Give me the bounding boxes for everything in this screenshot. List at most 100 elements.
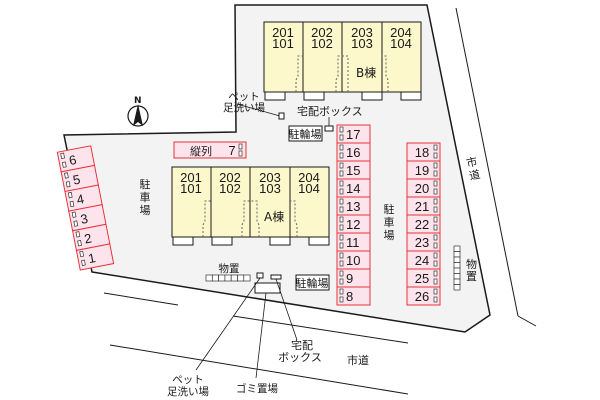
- parking-number: 9: [346, 271, 353, 286]
- parking-number: 6: [68, 152, 78, 168]
- parking-space: 21: [406, 196, 441, 216]
- compass-label: N: [134, 96, 142, 106]
- parking-space: 22: [406, 214, 441, 234]
- parking-space: 4: [64, 184, 103, 212]
- parking-space: 10: [336, 250, 371, 270]
- delivery-box-label: ボックス: [278, 351, 322, 364]
- unit-number: 103: [351, 36, 373, 51]
- storage-label: 物置: [219, 262, 240, 275]
- parking-right: 18 19 20 21 22 23 24 25 26: [406, 142, 441, 306]
- delivery-box-icon: [324, 125, 334, 132]
- delivery-box-icon: [270, 274, 282, 280]
- unit-number: 102: [311, 36, 333, 51]
- unit-number: 203: [351, 25, 373, 40]
- building-label: A棟: [264, 209, 284, 224]
- parking-left: 6 5 4 3 2 1: [56, 145, 115, 271]
- bicycle-parking-label: 駐輪場: [296, 276, 329, 290]
- top-facilities: ペット 足洗い場 宅配ボックス 駐輪場: [223, 91, 363, 142]
- building-b: 201 101 202 102 203 103 204 104 B棟: [263, 21, 422, 101]
- garbage-area-icon: [254, 282, 281, 294]
- city-road-label: 市道: [347, 353, 369, 367]
- parking-number: 16: [346, 145, 360, 160]
- parking-space: 1: [75, 243, 115, 271]
- parking-label: 場: [384, 229, 395, 242]
- parking-space: 12: [336, 214, 371, 234]
- pet-wash-label: 足洗い場: [167, 385, 209, 398]
- parking-space: 16: [336, 142, 371, 162]
- garbage-label: ゴミ置場: [236, 382, 278, 395]
- parking-number: 13: [346, 199, 360, 214]
- parking-number: 19: [415, 163, 429, 178]
- unit-number: 104: [298, 181, 320, 196]
- parking-number: 26: [415, 289, 429, 304]
- parking-number: 3: [79, 211, 89, 227]
- bicycle-parking-label: 駐輪場: [289, 127, 322, 141]
- parking-space: 5: [60, 164, 99, 193]
- parking-space: 8: [336, 286, 371, 306]
- parking-number: 18: [415, 145, 429, 160]
- unit-number: 203: [259, 170, 281, 185]
- parking-space: 9: [336, 268, 371, 288]
- tandem-label: 縦列: [190, 144, 212, 158]
- parking-space: 19: [406, 160, 441, 180]
- parking-number: 15: [346, 163, 360, 178]
- parking-label: 車: [384, 215, 395, 229]
- parking-number: 2: [83, 230, 93, 246]
- parking-center: 17 16 15 14 13 12 11 10 98: [336, 124, 371, 306]
- parking-space: 23: [406, 232, 441, 252]
- parking-number: 14: [346, 181, 360, 196]
- delivery-box-label: 宅配ボックス: [297, 104, 363, 118]
- parking-number: 22: [415, 217, 429, 232]
- unit-number: 101: [272, 36, 294, 51]
- storage-label: 置: [466, 270, 477, 283]
- unit-number: 204: [298, 170, 320, 185]
- city-road-label: 市: [465, 154, 479, 170]
- parking-space-7: 縦列 7: [173, 141, 247, 159]
- parking-space: 26: [406, 286, 441, 306]
- parking-number: 11: [346, 235, 360, 250]
- parking-label: 場: [140, 204, 151, 217]
- pet-wash-icon: [278, 112, 285, 120]
- building-a: 201 101 202 102 203 103 204 104 A棟: [171, 166, 330, 246]
- parking-space: 17: [336, 124, 371, 144]
- north-compass-icon: N: [127, 96, 149, 127]
- parking-number: 4: [75, 191, 85, 207]
- unit-number: 201: [272, 25, 294, 40]
- unit-number: 202: [219, 170, 241, 185]
- parking-number: 1: [87, 250, 97, 266]
- unit-number: 104: [390, 36, 412, 51]
- parking-space: 20: [406, 178, 441, 198]
- pet-wash-label: ペット: [172, 374, 204, 386]
- parking-number: 23: [415, 235, 429, 250]
- pet-wash-label: 足洗い場: [223, 101, 265, 114]
- parking-number: 24: [415, 253, 429, 268]
- parking-space: 24: [406, 250, 441, 270]
- building-label: B棟: [356, 65, 376, 80]
- delivery-box-label: 宅配: [291, 338, 313, 352]
- parking-labels: 駐 車 場 駐 車 場: [140, 177, 395, 242]
- parking-space: 14: [336, 178, 371, 198]
- parking-label: 駐: [140, 177, 151, 191]
- parking-number: 10: [346, 253, 360, 268]
- unit-number: 102: [219, 181, 241, 196]
- parking-label: 駐: [384, 202, 395, 216]
- pet-wash-label: ペット: [228, 91, 260, 103]
- parking-space: 25: [406, 268, 441, 288]
- parking-number: 25: [415, 271, 429, 286]
- parking-label: 車: [140, 190, 151, 204]
- parking-number: 7: [228, 143, 235, 158]
- bottom-facilities: 物置 駐輪場 宅配 ボックス ペット 足洗い場 ゴミ置場 市道: [167, 262, 369, 398]
- parking-space: 13: [336, 196, 371, 216]
- parking-space: 15: [336, 160, 371, 180]
- parking-number: 5: [72, 172, 82, 188]
- parking-number: 17: [346, 127, 360, 142]
- storage-label: 物: [466, 257, 477, 271]
- parking-number: 20: [415, 181, 429, 196]
- parking-number: 12: [346, 217, 360, 232]
- unit-number: 202: [311, 25, 333, 40]
- unit-number: 101: [180, 181, 202, 196]
- parking-number: 21: [415, 199, 429, 214]
- pet-wash-icon: [256, 272, 264, 279]
- unit-number: 103: [259, 181, 281, 196]
